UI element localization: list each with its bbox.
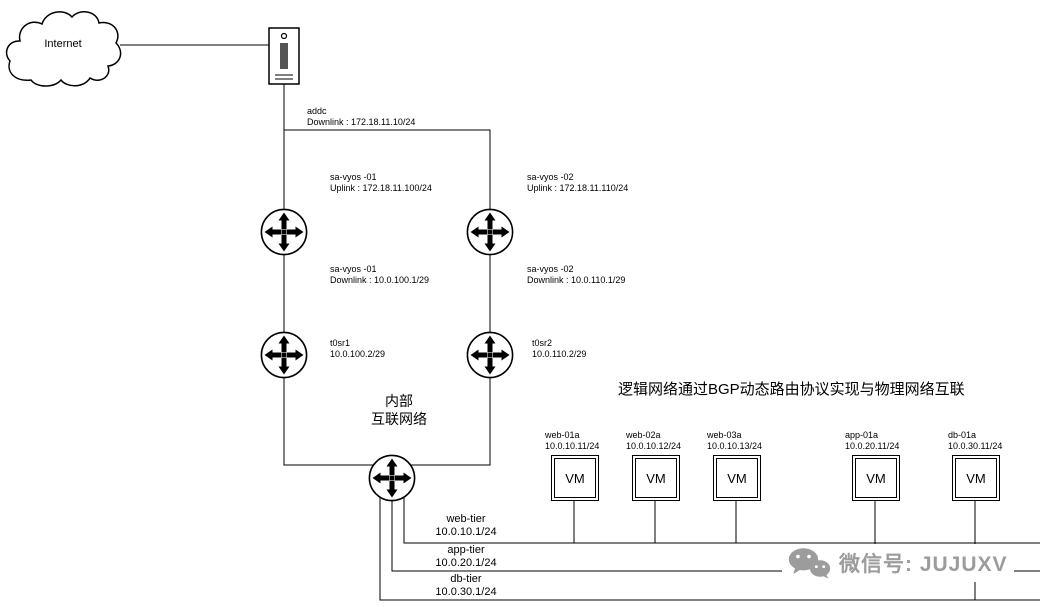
label-db-01a: db-01a 10.0.30.11/24 xyxy=(948,430,1002,452)
label-app-01a: app-01a 10.0.20.11/24 xyxy=(845,430,899,452)
sa-vyos-01-name: sa-vyos -01 xyxy=(330,172,377,182)
label-sa-vyos-01-uplink: sa-vyos -01 Uplink : 172.18.11.100/24 xyxy=(330,172,432,194)
vm-box-text: VM xyxy=(966,470,986,486)
db-01a-name: db-01a xyxy=(948,430,977,440)
watermark: 微信号: JUJUXV xyxy=(782,544,1014,582)
web-tier-name: web-tier xyxy=(446,513,486,525)
web-02a-ip: 10.0.10.12/24 xyxy=(626,441,682,451)
app-01a-ip: 10.0.20.11/24 xyxy=(845,441,900,451)
label-t0sr1: t0sr1 10.0.100.2/29 xyxy=(330,338,385,360)
label-db-tier: db-tier 10.0.30.1/24 xyxy=(408,573,524,599)
t0sr1-ip: 10.0.100.2/29 xyxy=(330,349,386,359)
app-tier-name: app-tier xyxy=(447,544,485,556)
db-tier-ip: 10.0.30.1/24 xyxy=(435,586,497,598)
internet-cloud-icon xyxy=(5,11,122,87)
vm-box-web-02a: VM xyxy=(632,455,680,501)
bgp-annotation: 逻辑网络通过BGP动态路由协议实现与物理网络互联 xyxy=(618,381,965,398)
router-icon-t0sr2 xyxy=(466,331,514,379)
label-sa-vyos-01-downlink: sa-vyos -01 Downlink : 10.0.100.1/29 xyxy=(330,264,429,286)
sa-vyos-01-uplink-ip: Uplink : 172.18.11.100/24 xyxy=(330,183,432,193)
vm-box-text: VM xyxy=(646,470,666,486)
label-web-01a: web-01a 10.0.10.11/24 xyxy=(545,430,599,452)
web-03a-name: web-03a xyxy=(707,430,742,440)
server-icon xyxy=(268,27,300,85)
label-web-03a: web-03a 10.0.10.13/24 xyxy=(707,430,762,452)
label-t0sr2: t0sr2 10.0.110.2/29 xyxy=(532,338,586,360)
t0sr2-name: t0sr2 xyxy=(532,338,553,348)
label-sa-vyos-02-downlink: sa-vyos -02 Downlink : 10.0.110.1/29 xyxy=(527,264,625,286)
router-icon-sa-vyos-01 xyxy=(260,208,308,256)
label-app-tier: app-tier 10.0.20.1/24 xyxy=(408,544,524,570)
vm-box-app-01a: VM xyxy=(852,455,900,501)
internal-network-line2: 互联网络 xyxy=(371,411,427,427)
t0sr1-name: t0sr1 xyxy=(330,338,351,348)
web-01a-name: web-01a xyxy=(545,430,580,440)
vm-box-text: VM xyxy=(565,470,585,486)
vm-box-text: VM xyxy=(866,470,886,486)
vm-box-text: VM xyxy=(727,470,747,486)
vm-box-db-01a: VM xyxy=(952,455,1000,501)
vm-box-web-01a: VM xyxy=(551,455,599,501)
web-tier-ip: 10.0.10.1/24 xyxy=(435,526,497,538)
router-icon-t0sr1 xyxy=(260,331,308,379)
router-icon-tier-gateway xyxy=(368,454,416,502)
t0sr2-ip: 10.0.110.2/29 xyxy=(532,349,587,359)
router-icon-sa-vyos-02 xyxy=(466,208,514,256)
label-sa-vyos-02-uplink: sa-vyos -02 Uplink : 172.18.11.110/24 xyxy=(527,172,628,194)
db-01a-ip: 10.0.30.11/24 xyxy=(948,441,1003,451)
wechat-icon xyxy=(788,548,831,579)
label-web-02a: web-02a 10.0.10.12/24 xyxy=(626,430,681,452)
app-01a-name: app-01a xyxy=(845,430,879,440)
sa-vyos-02-downlink-ip: Downlink : 10.0.110.1/29 xyxy=(527,275,626,285)
web-03a-ip: 10.0.10.13/24 xyxy=(707,441,763,451)
sa-vyos-02-name: sa-vyos -02 xyxy=(527,172,574,182)
sa-vyos-02-uplink-ip: Uplink : 172.18.11.110/24 xyxy=(527,183,629,193)
sa-vyos-02-name2: sa-vyos -02 xyxy=(527,264,574,274)
vm-box-web-03a: VM xyxy=(713,455,761,501)
internet-label: Internet xyxy=(44,38,82,50)
watermark-text: 微信号: JUJUXV xyxy=(839,553,1008,576)
addc-downlink: Downlink : 172.18.11.10/24 xyxy=(307,117,416,127)
label-web-tier: web-tier 10.0.10.1/24 xyxy=(408,513,524,539)
internal-network-label: 内部 互联网络 xyxy=(349,392,449,428)
label-addc: addc Downlink : 172.18.11.10/24 xyxy=(307,106,415,128)
web-02a-name: web-02a xyxy=(626,430,661,440)
web-01a-ip: 10.0.10.11/24 xyxy=(545,441,600,451)
sa-vyos-01-name2: sa-vyos -01 xyxy=(330,264,377,274)
sa-vyos-01-downlink-ip: Downlink : 10.0.100.1/29 xyxy=(330,275,430,285)
app-tier-ip: 10.0.20.1/24 xyxy=(435,557,497,569)
addc-name: addc xyxy=(307,106,327,116)
db-tier-name: db-tier xyxy=(450,573,482,585)
internal-network-line1: 内部 xyxy=(385,393,413,409)
